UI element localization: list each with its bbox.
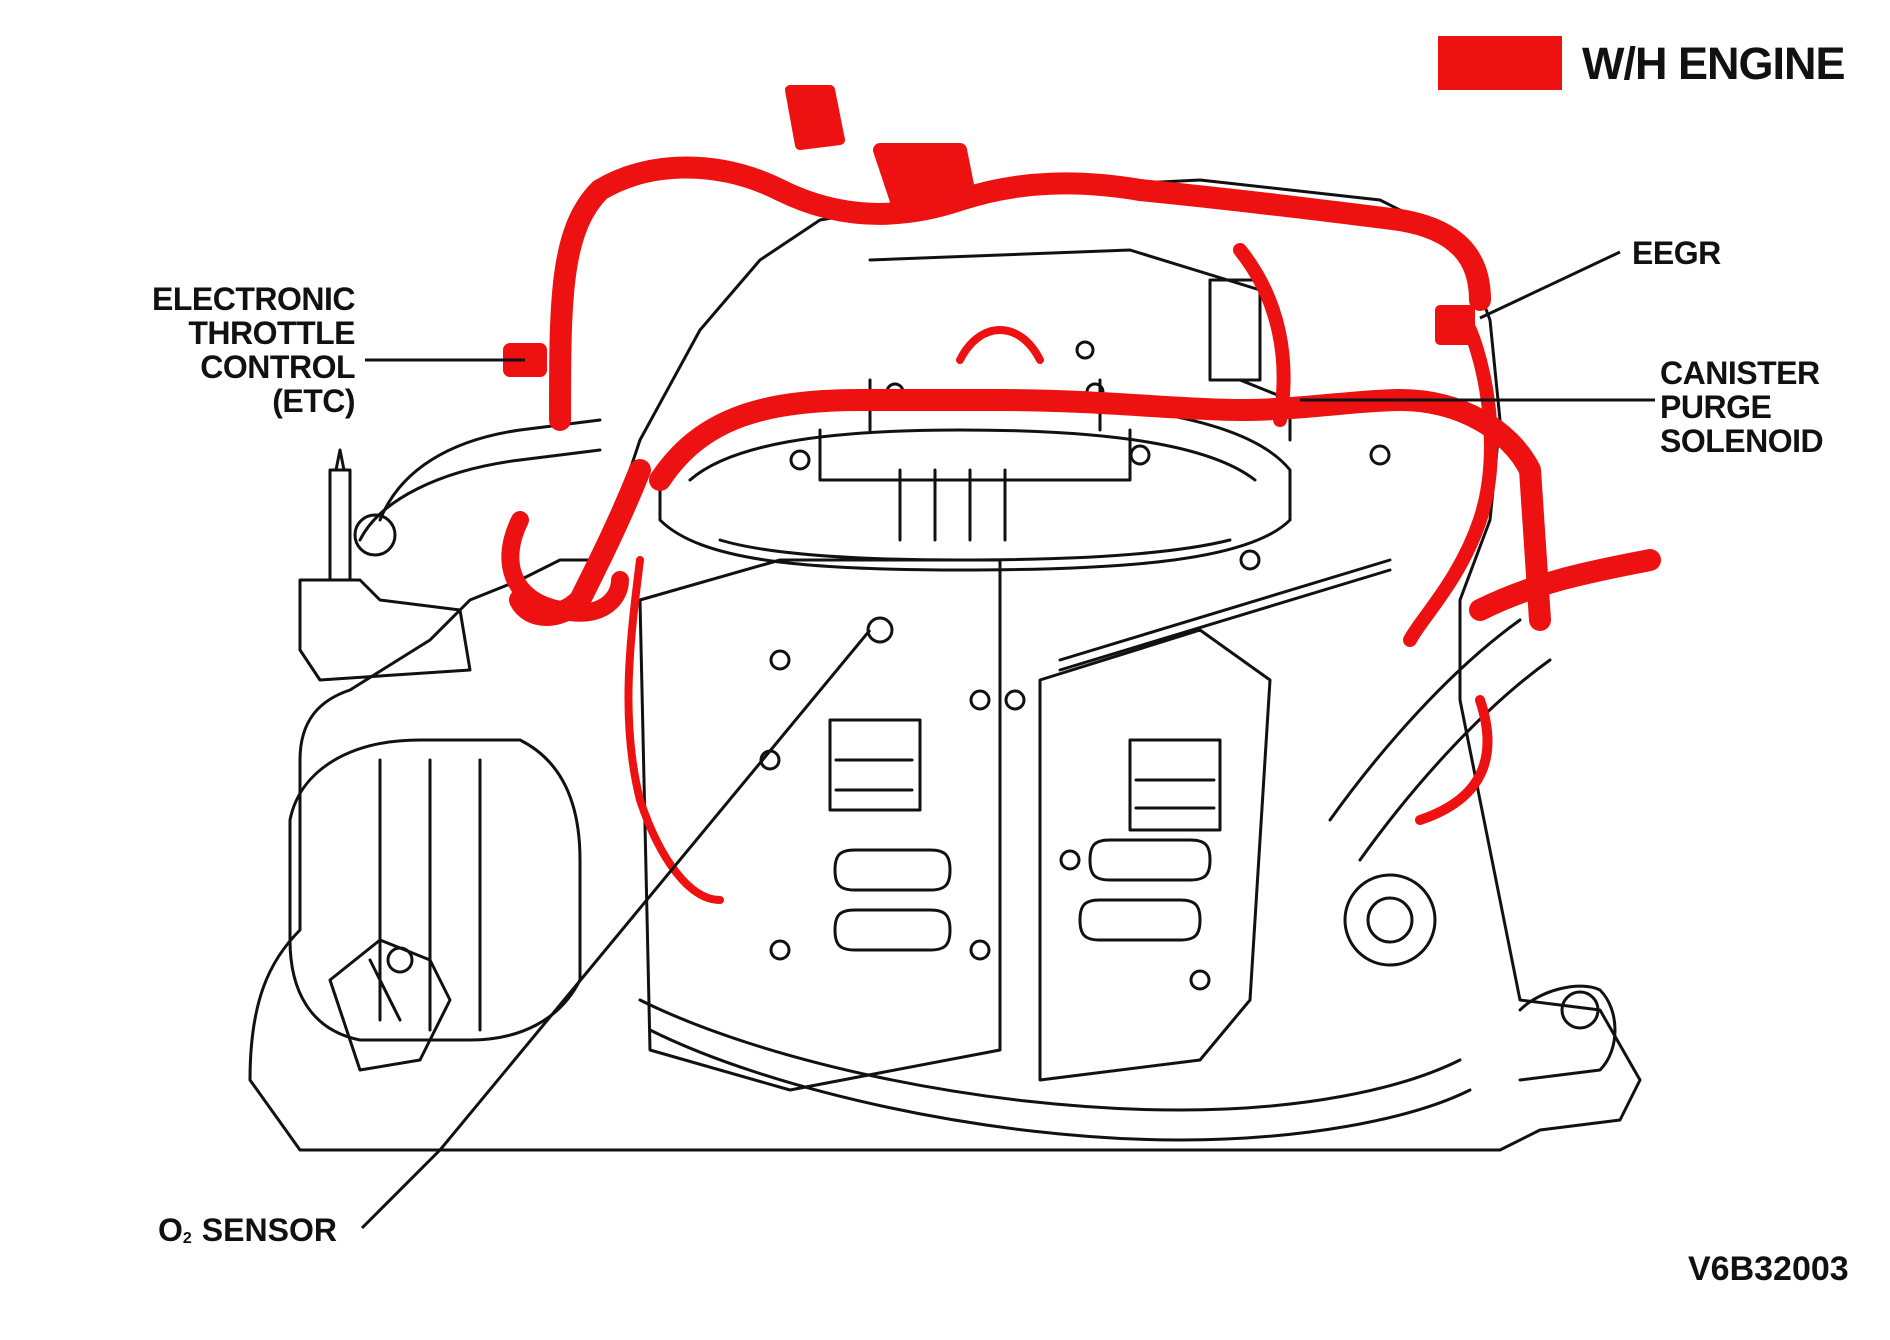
label-o2-sensor: O2 SENSOR <box>158 1212 337 1249</box>
engine-linework <box>248 178 1642 1152</box>
etc-line-1: ELECTRONIC <box>152 281 356 317</box>
o2-letter: O <box>158 1212 183 1248</box>
wire-harness <box>501 85 1661 904</box>
etc-line-2: THROTTLE <box>188 315 355 351</box>
o2-word: SENSOR <box>201 1212 337 1248</box>
legend-text: W/H ENGINE <box>1582 38 1846 89</box>
etc-line-3: CONTROL <box>200 349 355 385</box>
leader-lines <box>360 250 1655 1230</box>
legend-swatch <box>1438 36 1562 90</box>
canister-line-1: CANISTER <box>1660 355 1820 391</box>
o2-subscript: 2 <box>182 1230 192 1247</box>
label-canister-purge-solenoid: CANISTER PURGE SOLENOID <box>1660 355 1824 459</box>
canister-line-2: PURGE <box>1660 389 1772 425</box>
figure-code: V6B32003 <box>1688 1250 1849 1288</box>
etc-line-4: (ETC) <box>272 383 355 419</box>
label-electronic-throttle-control: ELECTRONIC THROTTLE CONTROL (ETC) <box>110 281 356 419</box>
canister-line-3: SOLENOID <box>1660 423 1824 459</box>
label-eegr: EEGR <box>1632 235 1721 271</box>
